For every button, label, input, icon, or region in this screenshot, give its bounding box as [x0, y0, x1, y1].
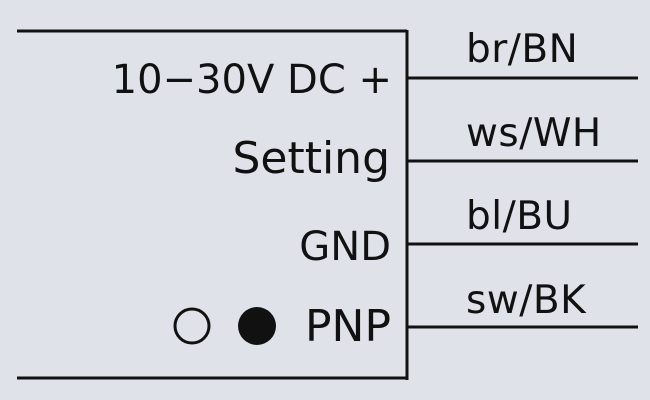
pnp-indicator-filled-icon: [238, 307, 276, 345]
wire-label-brown: br/BN: [466, 27, 579, 72]
wire-label-white: ws/WH: [466, 111, 602, 156]
pin-label-gnd: GND: [299, 224, 391, 270]
wire-label-black: sw/BK: [466, 278, 587, 323]
wire-label-blue: bl/BU: [466, 194, 573, 239]
pin-label-supply: 10−30V DC +: [111, 57, 392, 103]
pin-label-output: PNP: [305, 301, 391, 352]
pin-label-setting: Setting: [232, 133, 390, 184]
npn-indicator-hollow-icon: [173, 307, 211, 345]
